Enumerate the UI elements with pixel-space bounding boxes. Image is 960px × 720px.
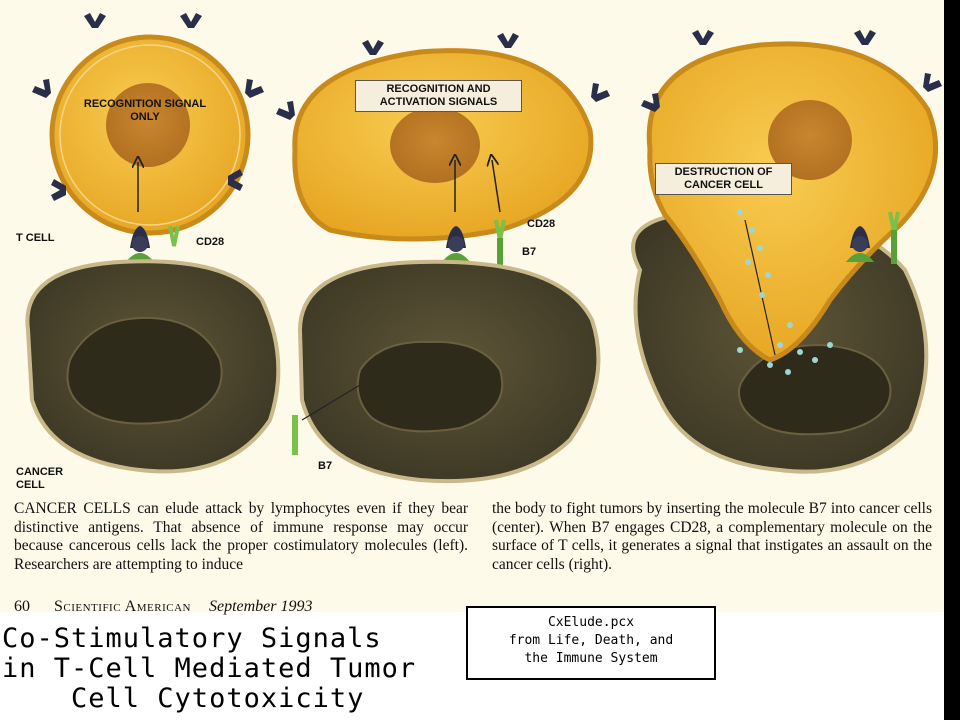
title-line-2: in T-Cell Mediated Tumor <box>2 653 417 684</box>
source-filename: CxElude.pcx <box>547 615 635 630</box>
right-panel <box>631 30 942 474</box>
magazine-name: Scientific American <box>54 598 191 615</box>
title-line-1: Co-Stimulatory Signals <box>2 623 382 654</box>
slide-title: Co-Stimulatory Signals in T-Cell Mediate… <box>2 624 416 714</box>
right-border-strip <box>944 0 960 720</box>
issue-date: September 1993 <box>208 598 313 615</box>
right-synapse <box>846 211 900 264</box>
right-cancer-nucleus <box>738 343 892 436</box>
label-cd28-center: CD28 <box>527 218 556 230</box>
label-destruction-of-cancer-cell: DESTRUCTION OF CANCER CELL <box>655 163 792 195</box>
label-cd28-left: CD28 <box>196 236 225 248</box>
label-cancer-cell: CANCER CELL <box>16 466 64 491</box>
caption-right: the body to fight tumors by inserting th… <box>492 500 932 573</box>
label-recognition-signal-only: RECOGNITION SIGNAL ONLY <box>83 98 207 123</box>
label-b7-center: B7 <box>522 246 537 258</box>
right-t-cell <box>646 41 939 363</box>
left-receptors <box>32 13 264 201</box>
center-t-cell-nucleus <box>390 107 480 183</box>
magazine-footer: 60 Scientific American September 1993 <box>14 598 313 616</box>
label-b7-bottom: B7 <box>318 460 333 472</box>
left-cancer-nucleus <box>66 316 223 425</box>
label-t-cell: T CELL <box>16 232 55 244</box>
center-synapse <box>442 219 506 266</box>
diagram-illustration <box>25 13 942 484</box>
right-receptors <box>641 30 942 112</box>
page-number: 60 <box>14 598 30 615</box>
right-t-cell-nucleus <box>768 100 852 180</box>
right-granules <box>737 209 833 375</box>
center-cancer-nucleus <box>356 340 504 433</box>
left-t-cell-nucleus <box>106 83 190 167</box>
title-line-3: Cell Cytotoxicity <box>2 683 365 714</box>
left-panel <box>25 13 281 474</box>
source-line-2: from Life, Death, and <box>508 633 674 648</box>
center-receptors <box>276 33 610 120</box>
label-recognition-and-activation: RECOGNITION AND ACTIVATION SIGNALS <box>355 80 522 112</box>
caption-left: CANCER CELLS can elude attack by lymphoc… <box>14 500 468 573</box>
source-box: CxElude.pcx from Life, Death, and the Im… <box>466 606 716 680</box>
source-line-3: the Immune System <box>524 651 658 666</box>
